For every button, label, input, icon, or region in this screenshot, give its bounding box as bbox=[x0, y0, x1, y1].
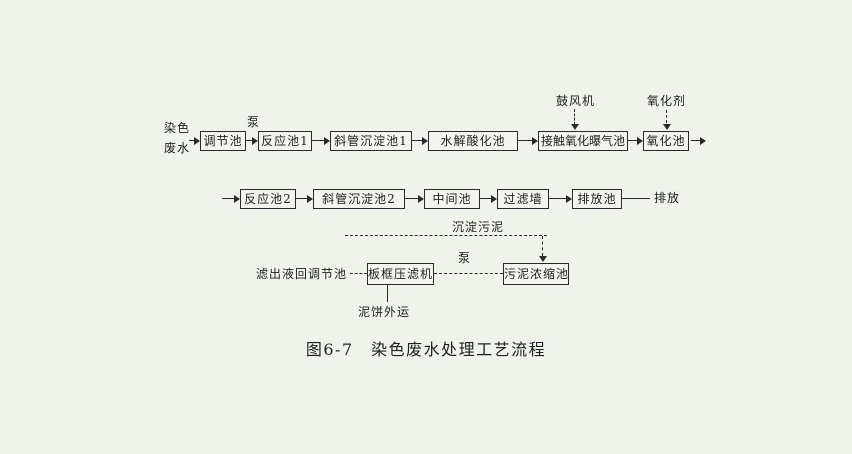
connector-line bbox=[480, 198, 492, 199]
dashed-connector bbox=[542, 236, 543, 256]
arrow-right-icon bbox=[307, 195, 313, 203]
arrow-right-icon bbox=[637, 137, 643, 145]
label-settled-sludge: 沉淀污泥 bbox=[452, 220, 505, 234]
connector-line bbox=[222, 198, 235, 199]
box-inclined-tube-settler-1: 斜管沉淀池1 bbox=[330, 131, 412, 151]
connector-line bbox=[312, 140, 324, 141]
label-pump-2: 泵 bbox=[458, 251, 472, 265]
arrow-right-icon bbox=[324, 137, 330, 145]
box-inclined-tube-settler-2: 斜管沉淀池2 bbox=[313, 189, 405, 209]
dashed-connector bbox=[666, 110, 667, 123]
arrow-right-icon bbox=[532, 137, 538, 145]
arrow-right-icon bbox=[422, 137, 428, 145]
label-discharge: 排放 bbox=[654, 191, 681, 205]
connector-line bbox=[622, 198, 650, 199]
box-regulating-tank: 调节池 bbox=[200, 131, 246, 151]
arrow-down-icon bbox=[663, 124, 671, 130]
arrow-right-icon bbox=[234, 195, 240, 203]
label-dye-wastewater-line2: 废水 bbox=[164, 141, 191, 155]
connector-line bbox=[549, 198, 567, 199]
box-intermediate-tank: 中间池 bbox=[424, 189, 480, 209]
dashed-connector bbox=[574, 109, 575, 125]
label-oxidant: 氧化剂 bbox=[647, 94, 687, 108]
label-dye-wastewater-line1: 染色 bbox=[164, 121, 191, 135]
arrow-right-icon bbox=[700, 137, 706, 145]
arrow-down-icon bbox=[571, 124, 579, 130]
arrow-right-icon bbox=[491, 195, 497, 203]
box-sludge-thickening-tank: 污泥浓缩池 bbox=[503, 263, 569, 285]
connector-line bbox=[246, 140, 253, 141]
box-oxidation-tank: 氧化池 bbox=[643, 131, 689, 151]
connector-line bbox=[405, 198, 419, 199]
dashed-connector bbox=[350, 273, 367, 274]
label-pump-1: 泵 bbox=[247, 115, 261, 129]
dashed-connector bbox=[434, 273, 503, 274]
box-plate-frame-filter-press: 板框压滤机 bbox=[367, 263, 434, 285]
box-filter-wall: 过滤墙 bbox=[497, 189, 549, 209]
figure-caption: 图6-7 染色废水处理工艺流程 bbox=[305, 340, 547, 359]
connector-line bbox=[296, 198, 308, 199]
connector-line bbox=[412, 140, 422, 141]
connector-line bbox=[387, 285, 388, 302]
arrow-right-icon bbox=[418, 195, 424, 203]
box-discharge-tank: 排放池 bbox=[572, 189, 622, 209]
arrow-down-icon bbox=[539, 256, 547, 262]
label-blower: 鼓风机 bbox=[556, 94, 596, 108]
connector-line bbox=[628, 140, 637, 141]
box-reaction-tank-1: 反应池1 bbox=[258, 131, 312, 151]
arrow-right-icon bbox=[194, 137, 200, 145]
dashed-connector bbox=[345, 235, 547, 236]
connector-line bbox=[189, 140, 195, 141]
box-hydrolysis-acidification-tank: 水解酸化池 bbox=[428, 131, 518, 151]
arrow-right-icon bbox=[252, 137, 258, 145]
label-sludge-cake: 泥饼外运 bbox=[358, 305, 411, 319]
box-reaction-tank-2: 反应池2 bbox=[240, 189, 296, 209]
label-dye-wastewater: 染色废水 bbox=[164, 118, 190, 158]
label-filtrate-return: 滤出液回调节池 bbox=[256, 267, 348, 281]
arrow-right-icon bbox=[566, 195, 572, 203]
connector-line bbox=[691, 140, 700, 141]
box-contact-oxidation-aeration-tank: 接触氧化曝气池 bbox=[538, 131, 628, 151]
connector-line bbox=[518, 140, 532, 141]
